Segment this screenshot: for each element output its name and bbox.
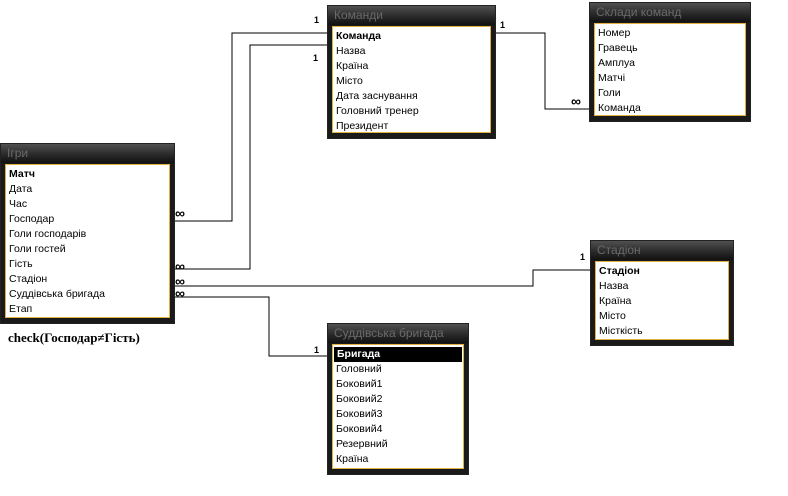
- table-title[interactable]: Склади команд: [590, 3, 750, 22]
- field-item[interactable]: Команда: [336, 30, 381, 42]
- field-item[interactable]: Країна: [336, 453, 369, 465]
- field-item[interactable]: Назва: [336, 45, 366, 57]
- field-item[interactable]: Номер: [598, 27, 631, 39]
- field-item[interactable]: Дата: [9, 183, 33, 195]
- field-item[interactable]: Місто: [336, 75, 363, 87]
- relation-team-roster: [494, 32, 590, 110]
- table-teams[interactable]: Команди Команда Назва Країна Місто Дата …: [327, 5, 496, 139]
- field-item[interactable]: Голи господарів: [9, 228, 87, 240]
- field-item[interactable]: Головний тренер: [336, 105, 419, 117]
- cardinality-many-label: ∞: [175, 258, 185, 274]
- field-item[interactable]: Боковий1: [336, 378, 383, 390]
- table-title[interactable]: Стадіон: [591, 241, 733, 260]
- cardinality-one-label: 1: [500, 20, 506, 30]
- field-list: Номер Гравець Амплуа Матчі Голи Команда: [594, 23, 746, 116]
- table-title[interactable]: Ігри: [1, 144, 174, 163]
- table-rosters[interactable]: Склади команд Номер Гравець Амплуа Матчі…: [589, 2, 751, 122]
- field-item-selected[interactable]: Бригада: [334, 347, 462, 362]
- table-games[interactable]: Ігри Матч Дата Час Господар Голи господа…: [0, 143, 175, 324]
- field-item[interactable]: Місто: [599, 310, 626, 322]
- field-item[interactable]: Країна: [599, 295, 632, 307]
- field-item[interactable]: Назва: [599, 280, 629, 292]
- field-item[interactable]: Президент: [336, 120, 389, 132]
- field-item[interactable]: Головний: [336, 363, 382, 375]
- relation-game-referee: [175, 296, 328, 357]
- field-item[interactable]: Амплуа: [598, 57, 636, 69]
- field-item[interactable]: Боковий3: [336, 408, 383, 420]
- field-item[interactable]: Країна: [336, 60, 369, 72]
- field-item[interactable]: Гість: [9, 258, 33, 270]
- table-stadiums[interactable]: Стадіон Стадіон Назва Країна Місто Містк…: [590, 240, 734, 346]
- field-list: Команда Назва Країна Місто Дата заснуван…: [332, 26, 491, 133]
- field-item[interactable]: Голи: [598, 87, 621, 99]
- field-list: Матч Дата Час Господар Голи господарів Г…: [5, 164, 170, 318]
- table-referees[interactable]: Суддівська бригада Бригада Головний Боко…: [327, 323, 469, 475]
- cardinality-one-label: 1: [313, 53, 319, 63]
- field-item[interactable]: Стадіон: [599, 265, 640, 277]
- cardinality-one-label: 1: [314, 345, 320, 355]
- cardinality-one-label: 1: [580, 252, 586, 262]
- table-title[interactable]: Суддівська бригада: [328, 324, 468, 343]
- field-item[interactable]: Суддівська бригада: [9, 288, 105, 300]
- field-item[interactable]: Дата заснування: [336, 90, 418, 102]
- field-item[interactable]: Боковий2: [336, 393, 383, 405]
- cardinality-many-label: ∞: [175, 205, 185, 221]
- field-item[interactable]: Команда: [598, 102, 641, 114]
- field-item[interactable]: Стадіон: [9, 273, 48, 285]
- field-list: Стадіон Назва Країна Місто Місткість: [595, 261, 729, 340]
- cardinality-many-label: ∞: [175, 273, 185, 289]
- relation-game-stadium: [175, 269, 592, 287]
- field-item[interactable]: Резервний: [336, 438, 388, 450]
- table-title[interactable]: Команди: [328, 6, 495, 25]
- field-item[interactable]: Господар: [9, 213, 55, 225]
- cardinality-one-label: 1: [314, 15, 320, 25]
- relation-host-team: [175, 32, 328, 222]
- field-item[interactable]: Матч: [9, 168, 35, 180]
- cardinality-many-label: ∞: [571, 93, 581, 109]
- field-item[interactable]: Місткість: [599, 325, 643, 337]
- relation-guest-team: [175, 44, 328, 270]
- field-item[interactable]: Час: [9, 198, 28, 210]
- field-item[interactable]: Голи гостей: [9, 243, 66, 255]
- field-item[interactable]: Боковий4: [336, 423, 383, 435]
- cardinality-many-label: ∞: [175, 285, 185, 301]
- field-list: Бригада Головний Боковий1 Боковий2 Боков…: [332, 344, 464, 469]
- field-item[interactable]: Етап: [9, 303, 33, 315]
- check-constraint-text: check(Господар≠Гість): [8, 330, 140, 345]
- field-item[interactable]: Гравець: [598, 42, 638, 54]
- field-item[interactable]: Матчі: [598, 72, 626, 84]
